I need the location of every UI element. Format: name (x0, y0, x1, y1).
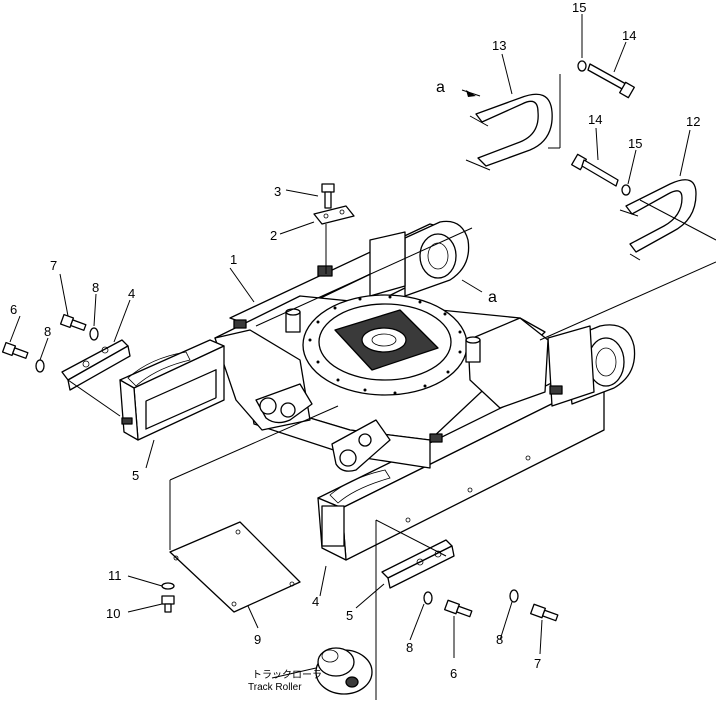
callout-6-right: 6 (450, 666, 457, 681)
callout-9: 9 (254, 632, 261, 647)
plate-2 (313, 205, 355, 225)
bolt-7-left (59, 313, 87, 331)
cover-plate (169, 521, 301, 613)
bolt-10 (161, 595, 175, 613)
callout-7-left: 7 (50, 258, 57, 273)
guard-plate-right (381, 539, 455, 589)
callout-8-left-b: 8 (44, 324, 51, 339)
washer-8-right-a (423, 591, 433, 605)
callout-2: 2 (270, 228, 277, 243)
roller-guard-12 (619, 179, 697, 261)
left-track-frame-section (119, 339, 225, 441)
washer-11 (161, 582, 175, 590)
leader-lines (9, 14, 716, 700)
bolt-6-right (444, 599, 473, 618)
callout-12: 12 (686, 114, 700, 129)
bolt-3 (321, 183, 335, 209)
callout-4-right: 4 (312, 594, 319, 609)
guard-plate-left (61, 339, 131, 391)
track-roller-label-jp: トラックローラ (252, 669, 322, 681)
bolt-6-left (1, 341, 29, 359)
callout-5-left: 5 (132, 468, 139, 483)
callout-15-top: 15 (572, 0, 586, 15)
bolt-14-top (587, 63, 635, 99)
callout-8-right-a: 8 (406, 640, 413, 655)
callout-7-right: 7 (534, 656, 541, 671)
callout-3: 3 (274, 184, 281, 199)
washer-8-right-b (509, 589, 519, 603)
callout-14-right: 14 (588, 112, 602, 127)
washer-8-left-a (89, 327, 99, 341)
bolt-14-right (571, 153, 619, 187)
callout-1: 1 (230, 252, 237, 267)
callout-8-right-b: 8 (496, 632, 503, 647)
roller-guard-13 (465, 93, 553, 171)
callout-labels: 1 2 3 4 4 5 5 6 6 7 7 8 8 8 8 9 10 11 12… (10, 0, 700, 681)
callout-15-right: 15 (628, 136, 642, 151)
callout-a-top: a (436, 79, 445, 96)
callout-8-left-a: 8 (92, 280, 99, 295)
callout-13: 13 (492, 38, 506, 53)
callout-14-top: 14 (622, 28, 636, 43)
washer-15-top (577, 60, 587, 72)
callout-a-frame: a (488, 289, 497, 306)
track-roller-label-en: Track Roller (248, 682, 302, 693)
lower-frame (214, 220, 636, 561)
track-roller (315, 647, 373, 695)
callout-4-left: 4 (128, 286, 135, 301)
washer-15-right (621, 184, 631, 196)
callout-5-right: 5 (346, 608, 353, 623)
callout-6-left: 6 (10, 302, 17, 317)
callout-10: 10 (106, 606, 120, 621)
callout-11: 11 (108, 568, 122, 583)
bolt-circle (308, 295, 462, 395)
bolt-7-right (530, 603, 559, 622)
washer-8-left-b (35, 359, 45, 373)
